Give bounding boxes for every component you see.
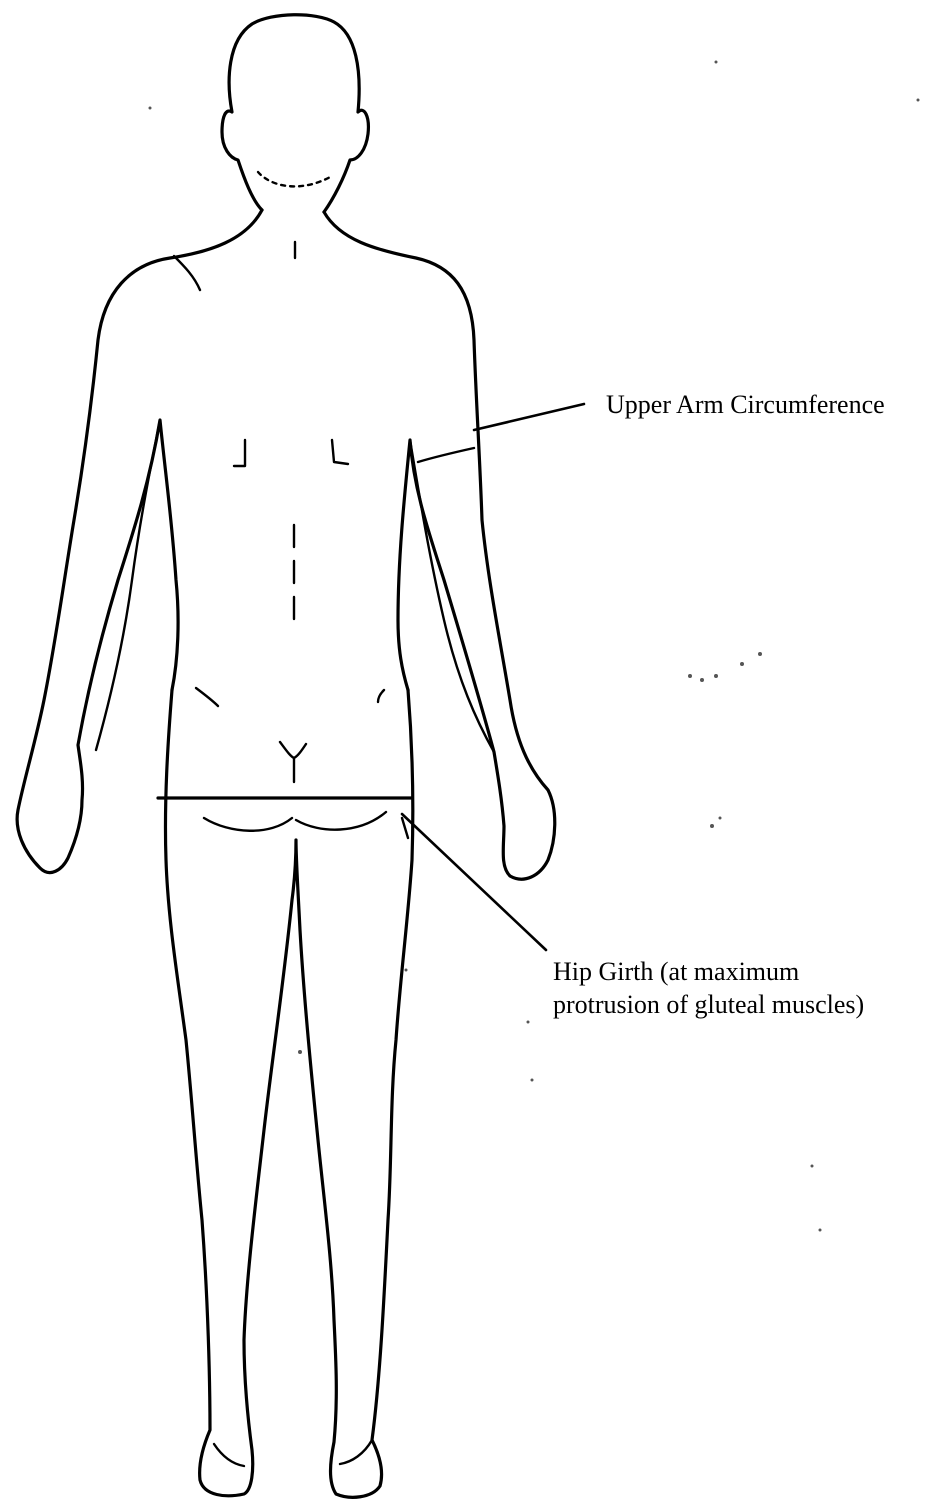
hip-girth-leader [402, 814, 546, 950]
torso-arms-outline [17, 210, 555, 879]
head-outline [222, 15, 368, 212]
upper-arm-circumference-line [418, 448, 474, 462]
hip-girth-label: Hip Girth (at maximum protrusion of glut… [553, 955, 864, 1021]
hip-girth-tick [402, 818, 408, 838]
right-buttock [296, 812, 386, 830]
upper-arm-leader [474, 404, 584, 430]
right-waist-mark [378, 690, 384, 702]
left-inner-arm [96, 420, 160, 750]
scan-specks [149, 61, 920, 1232]
right-scapula-mark [332, 440, 348, 464]
upper-arm-circumference-label: Upper Arm Circumference [606, 388, 885, 421]
left-waist-mark [196, 688, 218, 706]
hairline-dots [258, 172, 332, 186]
left-foot-line [214, 1444, 244, 1466]
gluteal-cleft [280, 742, 306, 782]
legs-outline [165, 690, 412, 1497]
left-shoulder-crease [174, 256, 200, 290]
right-foot-line [340, 1440, 372, 1464]
left-buttock [204, 818, 292, 831]
left-scapula-mark [234, 440, 245, 466]
